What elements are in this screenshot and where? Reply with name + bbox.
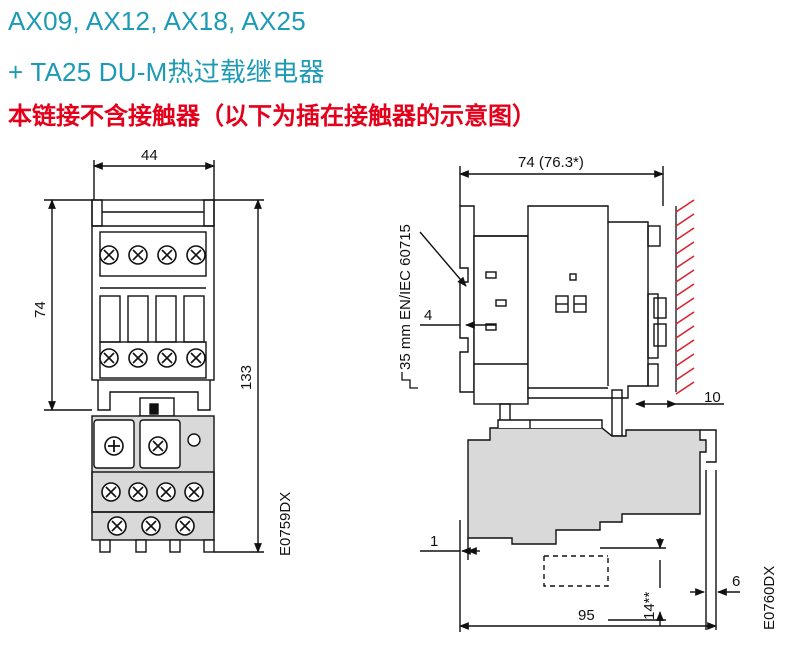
offset-10-label: 10 <box>704 389 721 406</box>
front-contactor-height-label: 74 <box>32 301 49 318</box>
front-width-label: 44 <box>141 147 158 164</box>
depth-95-label: 95 <box>578 607 595 624</box>
din-rail-label: 35 mm EN/IEC 60715 <box>397 224 414 370</box>
front-view <box>44 160 264 553</box>
front-total-height-label: 133 <box>238 365 255 390</box>
side-view <box>401 166 740 632</box>
side-drawing-code: E0760DX <box>761 566 778 630</box>
offset-6-label: 6 <box>732 573 740 590</box>
offset-1-label: 1 <box>430 533 438 550</box>
relay-title: + TA25 DU-M热过载继电器 <box>8 57 325 87</box>
mounting-wall-hatch <box>675 199 695 395</box>
model-title: AX09, AX12, AX18, AX25 <box>8 6 306 36</box>
side-depth-label: 74 (76.3*) <box>518 154 584 171</box>
front-drawing-code: E0759DX <box>277 492 294 556</box>
contactor-note: 本链接不含接触器（以下为插在接触器的示意图） <box>8 102 536 130</box>
offset-14-label: 14** <box>641 591 658 620</box>
offset-4-label: 4 <box>424 307 432 324</box>
